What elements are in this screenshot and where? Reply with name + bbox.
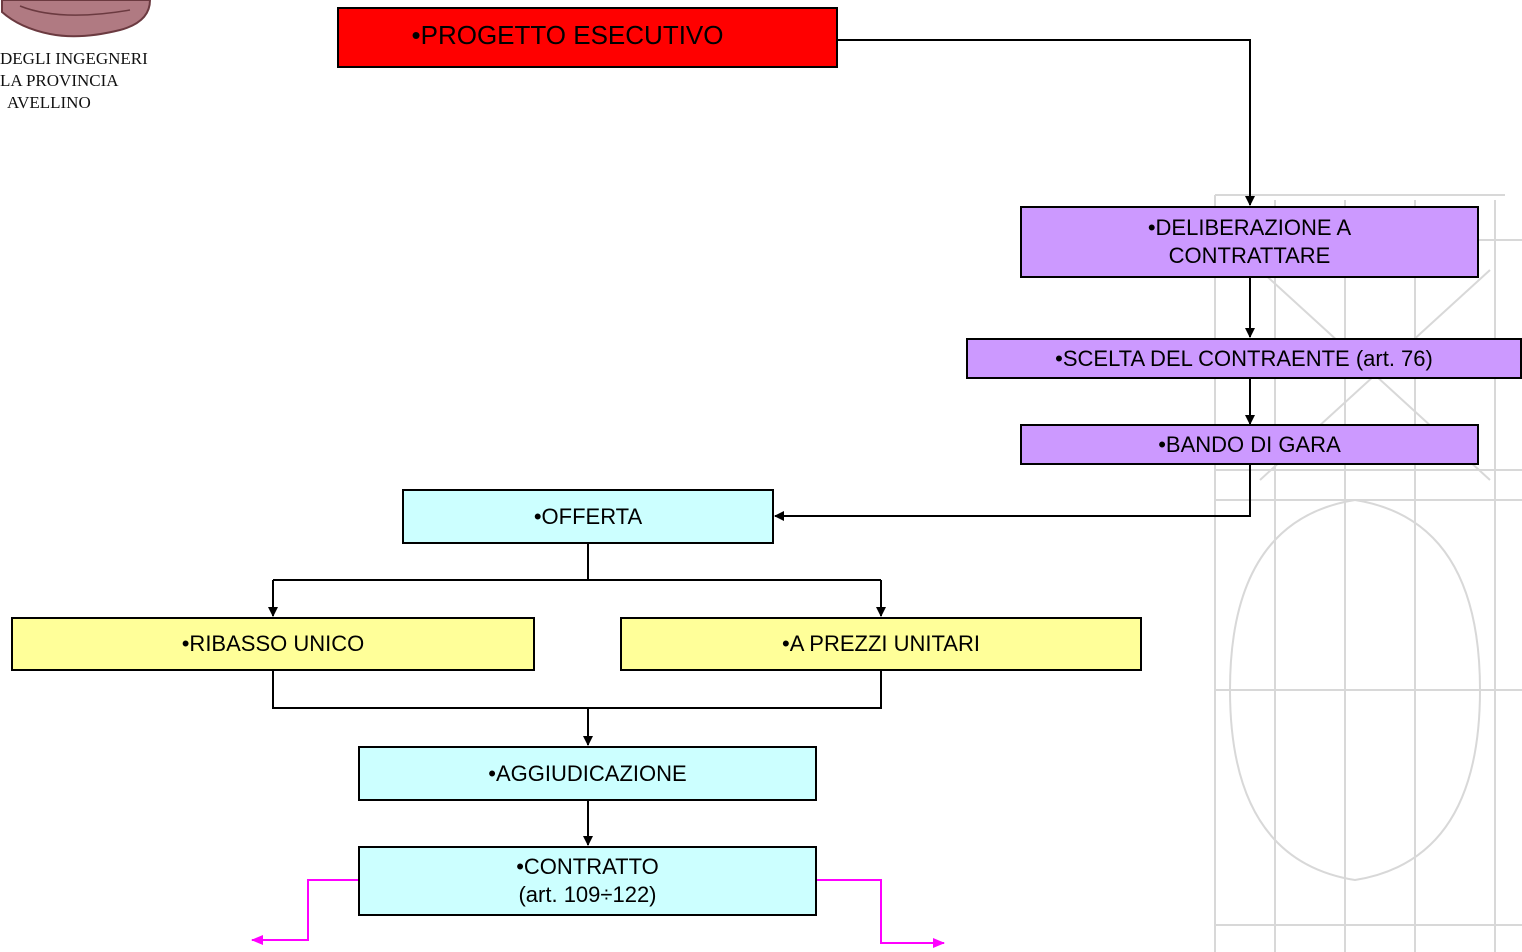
node-label: •PROGETTO ESECUTIVO [411, 20, 724, 50]
logo-text: DEGLI INGEGNERI LA PROVINCIA AVELLINO [0, 48, 205, 114]
continuation-arrow-right [817, 879, 945, 948]
logo-line: LA PROVINCIA [0, 71, 119, 90]
logo-line: DEGLI INGEGNERI [0, 49, 148, 68]
node-label: CONTRATTARE [1168, 243, 1331, 268]
split-offerta [273, 543, 589, 581]
node-label: •DELIBERAZIONE A [1147, 215, 1352, 240]
node-label: •AGGIUDICAZIONE [488, 760, 687, 786]
arrow-bando-to-offerta [774, 464, 1251, 521]
node-ribasso-unico: •RIBASSO UNICO [11, 617, 535, 671]
node-aggiudicazione: •AGGIUDICAZIONE [358, 746, 817, 801]
merge-offer-types [272, 670, 882, 709]
node-prezzi-unitari: •A PREZZI UNITARI [620, 617, 1142, 671]
node-label: (art. 109÷122) [518, 882, 657, 907]
arrow-progetto-to-delib [837, 39, 1255, 206]
node-label: •BANDO DI GARA [1158, 431, 1341, 457]
node-label: •A PREZZI UNITARI [782, 631, 980, 656]
node-label: •OFFERTA [533, 503, 643, 529]
node-contratto: •CONTRATTO (art. 109÷122) [358, 846, 817, 916]
continuation-arrow-left [251, 879, 358, 945]
node-label: •RIBASSO UNICO [181, 631, 365, 656]
node-scelta-contraente: •SCELTA DEL CONTRAENTE (art. 76) [966, 338, 1522, 379]
node-progetto-esecutivo: •PROGETTO ESECUTIVO [337, 7, 838, 68]
node-offerta: •OFFERTA [402, 489, 774, 544]
logo-line: AVELLINO [7, 93, 91, 112]
node-label: •SCELTA DEL CONTRAENTE (art. 76) [1055, 345, 1433, 371]
node-label: •CONTRATTO [516, 854, 659, 879]
node-bando-di-gara: •BANDO DI GARA [1020, 424, 1479, 465]
node-deliberazione: •DELIBERAZIONE A CONTRATTARE [1020, 206, 1479, 278]
logo-emblem [1, 0, 152, 38]
